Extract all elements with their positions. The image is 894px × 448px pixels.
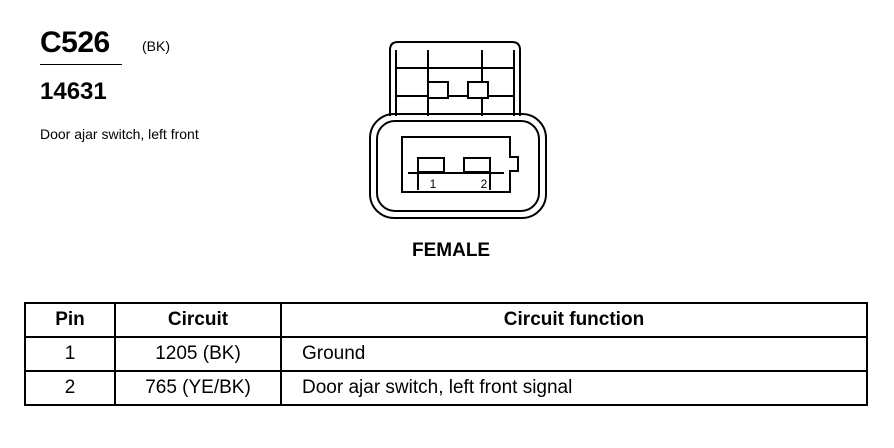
connector-body-inner <box>376 120 540 212</box>
pin-label-2: 2 <box>481 177 488 191</box>
header-circuit-function: Circuit function <box>280 302 868 338</box>
connector-view-label: FEMALE <box>412 240 491 261</box>
connector-latch <box>389 41 521 116</box>
terminal-1 <box>417 157 445 173</box>
circuit-cell: 1205 (BK) <box>114 336 282 372</box>
pin-label-1: 1 <box>430 177 437 191</box>
header-circuit: Circuit <box>114 302 282 338</box>
table-row: 1 1205 (BK) Ground <box>24 336 868 372</box>
circuit-function-cell: Door ajar switch, left front signal <box>280 370 868 406</box>
circuit-cell: 765 (YE/BK) <box>114 370 282 406</box>
table-header-row: Pin Circuit Circuit function <box>24 302 868 338</box>
header-pin: Pin <box>24 302 116 338</box>
pin-cell: 1 <box>24 336 116 372</box>
pin-cell: 2 <box>24 370 116 406</box>
connector-id-underline <box>40 64 122 65</box>
connector-description: Door ajar switch, left front <box>40 126 199 142</box>
connector-id: C526 <box>40 26 110 59</box>
circuit-function-cell: Ground <box>280 336 868 372</box>
connector-color-code: (BK) <box>142 38 170 54</box>
part-number: 14631 <box>40 78 107 105</box>
connector-face-diagram: 1 2 <box>369 41 547 219</box>
connector-body-outer <box>369 113 547 219</box>
terminal-2 <box>463 157 491 173</box>
table-row: 2 765 (YE/BK) Door ajar switch, left fro… <box>24 370 868 406</box>
pinout-table: Pin Circuit Circuit function 1 1205 (BK)… <box>24 302 868 406</box>
connector-cavity <box>401 136 519 193</box>
